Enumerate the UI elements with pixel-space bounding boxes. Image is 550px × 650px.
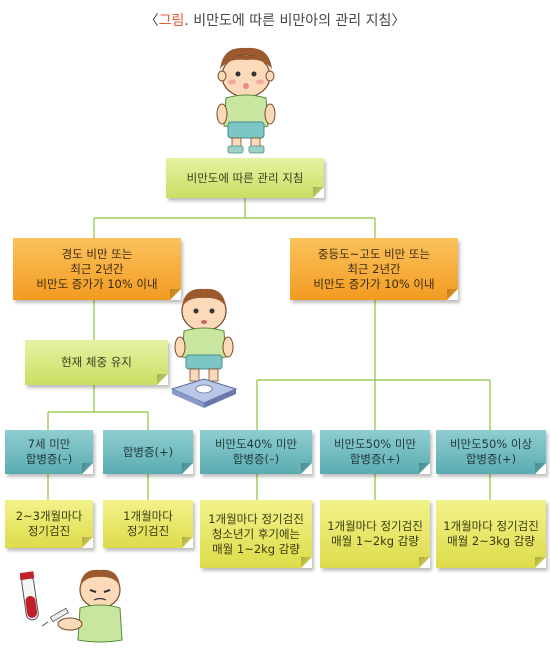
category-under40-node: 비만도40% 미만 합병증(–) xyxy=(200,430,312,474)
root-node: 비만도에 따른 관리 지침 xyxy=(166,158,324,198)
title-text: . 비만도에 따른 비만아의 관리 지침〉 xyxy=(184,13,406,29)
severe-obesity-node: 중등도~고도 비만 또는 최근 2년간 비만도 증가가 10% 이내 xyxy=(290,238,458,300)
maintain-weight-node: 현재 체중 유지 xyxy=(25,340,168,385)
category-complication-node: 합병증(+) xyxy=(103,430,193,474)
title-bracket: 〈 xyxy=(144,13,159,29)
category-over50-node: 비만도50% 이상 합병증(+) xyxy=(436,430,546,474)
action-node-5: 1개월마다 정기검진 매월 2~3kg 감량 xyxy=(436,500,546,568)
title-highlight: 그림 xyxy=(158,13,185,29)
figure-title: 〈그림. 비만도에 따른 비만아의 관리 지침〉 xyxy=(0,10,550,30)
action-node-3: 1개월마다 정기검진 청소년기 후기에는 매월 1~2kg 감량 xyxy=(200,500,312,568)
category-under50-node: 비만도50% 미만 합병증(+) xyxy=(320,430,430,474)
mild-obesity-node: 경도 비만 또는 최근 2년간 비만도 증가가 10% 이내 xyxy=(13,238,181,300)
action-node-2: 1개월마다 정기검진 xyxy=(103,500,193,548)
boy-illustration-top xyxy=(216,47,276,154)
action-node-4: 1개월마다 정기검진 매월 1~2kg 감량 xyxy=(320,500,430,568)
boy-on-scale-illustration xyxy=(170,288,238,408)
category-under7-node: 7세 미만 합병증(–) xyxy=(5,430,93,474)
boy-blood-test-illustration xyxy=(20,569,123,643)
action-node-1: 2~3개월마다 정기검진 xyxy=(5,500,93,548)
